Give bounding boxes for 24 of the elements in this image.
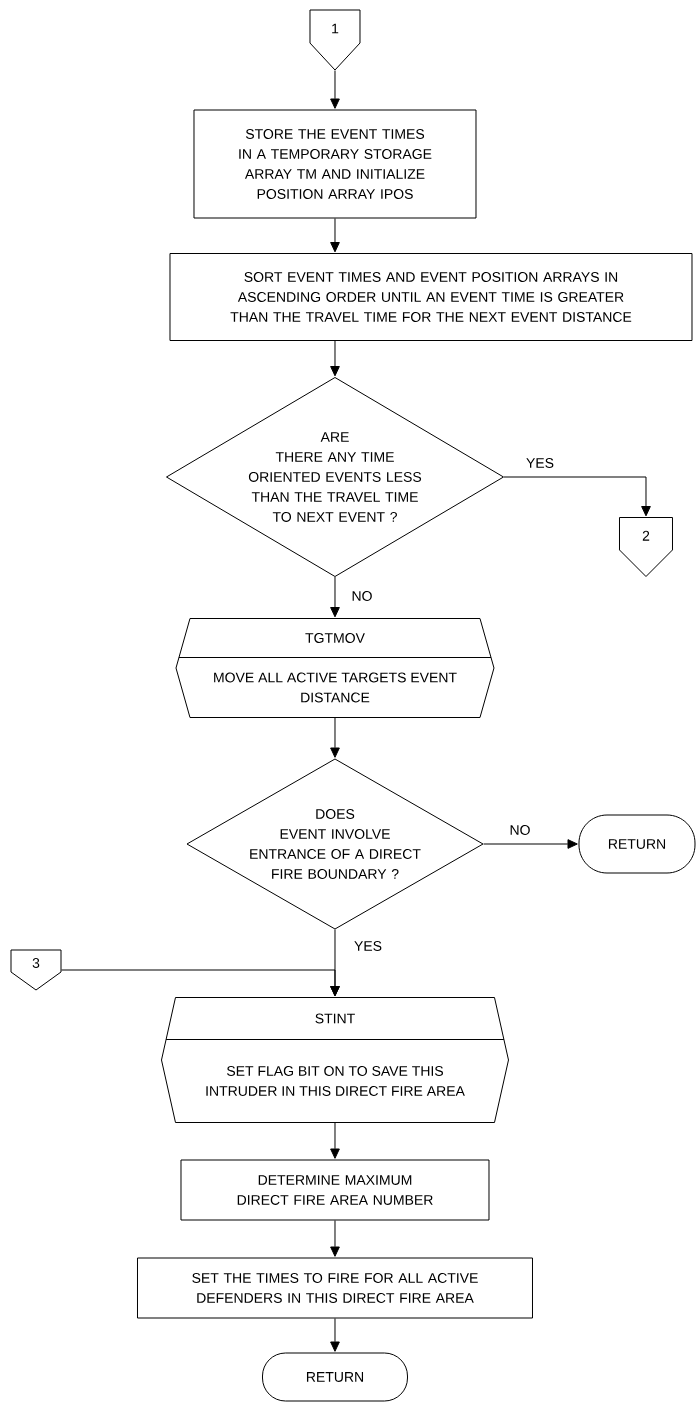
arrow [330,70,340,109]
off-page-connector: 2 [619,517,673,577]
arrow [330,218,340,253]
process-box: STORE THE EVENT TIMES IN A TEMPORARY STORAGE ARRAY TM AND INITIALIZE POSITION ARRAY IPOS [193,109,477,219]
arrow [483,839,578,849]
subroutine-box: TGTMOV MOVE ALL ACTIVE TARGETS EVENT DISTANCE [175,618,495,718]
process-box: SET THE TIMES TO FIRE FOR ALL ACTIVE DEFENDERS IN THIS DIRECT FIRE AREA [137,1257,533,1319]
arrow [330,1318,340,1352]
arrow [503,476,651,517]
process-box: SORT EVENT TIMES AND EVENT POSITION ARRAYS IN ASCENDING ORDER UNTIL AN EVENT TIME IS GREATER THAN THE TRAVEL TIME FOR THE NEXT EVENT DISTANCE [169,253,693,341]
off-page-connector: 3 [10,949,62,991]
edge-label: NO [350,590,374,602]
off-page-connector: 1 [309,9,361,71]
process-box: DETERMINE MAXIMUM DIRECT FIRE AREA NUMBER [180,1159,490,1221]
arrow [330,1220,340,1257]
edge-label: NO [508,824,532,836]
subroutine-box: STINT SET FLAG BIT ON TO SAVE THIS INTRUDER IN THIS DIRECT FIRE AREA [161,997,509,1123]
arrow [330,340,340,377]
arrow [330,1122,340,1159]
arrow [61,969,340,997]
arrow [330,717,340,758]
edge-label: YES [525,457,555,469]
edge-label: YES [353,940,383,952]
arrow [330,576,340,618]
